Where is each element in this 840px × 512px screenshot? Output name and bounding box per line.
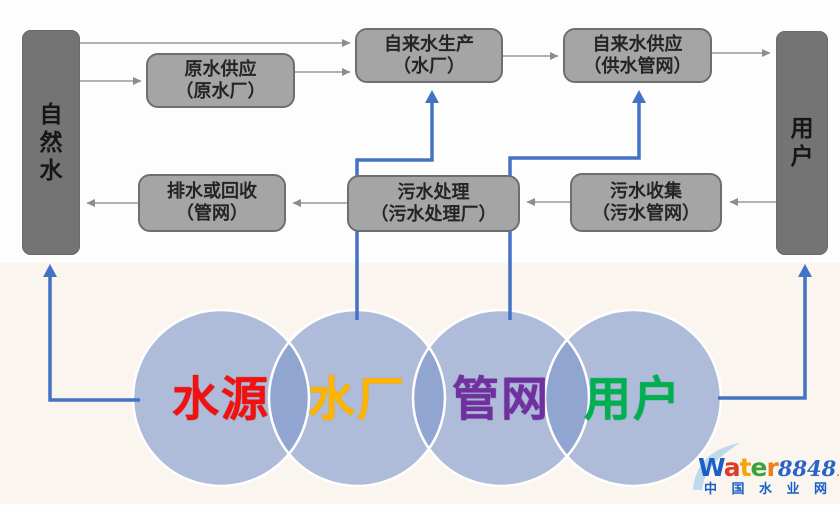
box-line2: （管网）: [176, 203, 248, 224]
box-line1: 污水处理: [397, 181, 470, 203]
arrow-network-circle-to-supply: [508, 90, 646, 320]
logo-letter: t: [739, 453, 752, 482]
logo-swoosh: [693, 443, 740, 490]
venn-label-users: 用户: [584, 372, 682, 428]
box-raw-water-supply: 原水供应 （原水厂）: [146, 53, 295, 108]
box-line1: 自来水供应: [592, 33, 683, 55]
logo-number: 8848: [777, 456, 837, 481]
blue-arrows: [43, 90, 812, 402]
logo-letter: r: [766, 453, 778, 482]
natural-water-label: 自然水: [39, 101, 63, 184]
venn-label-water-source: 水源: [172, 372, 270, 428]
logo-tagline: 中 国 水 业 网: [703, 482, 833, 497]
logo-tld: .com: [836, 469, 840, 479]
venn-label-pipe-network: 管网: [452, 372, 550, 428]
box-tap-water-supply: 自来水供应 （供水管网）: [563, 28, 712, 83]
box-drainage-or-recycle: 排水或回收 （管网）: [138, 174, 286, 232]
box-line1: 自来水生产: [384, 33, 474, 55]
box-line2: （水厂）: [393, 55, 465, 77]
box-sewage-collection: 污水收集 （污水管网）: [570, 173, 722, 232]
arrow-source-circle-to-natural: [43, 264, 140, 402]
box-users: 用户: [776, 31, 828, 255]
venn-circles: [131, 308, 723, 488]
venn-label-water-plant: 水厂: [308, 372, 406, 428]
logo-letter: W: [698, 453, 725, 482]
box-line2: （原水厂）: [175, 80, 266, 102]
box-sewage-treatment: 污水处理 （污水处理厂）: [347, 175, 520, 232]
box-tap-water-production: 自来水生产 （水厂）: [355, 28, 503, 83]
logo-letter: e: [750, 453, 768, 482]
venn-circle-outlines: [131, 308, 723, 488]
venn-circle-fills: [133, 310, 721, 486]
gray-arrows: [80, 39, 776, 207]
box-line1: 原水供应: [184, 58, 257, 80]
box-line2: （供水管网）: [583, 55, 692, 77]
arrow-plant-circle-to-production: [355, 90, 439, 320]
box-line1: 排水或回收: [167, 181, 257, 202]
users-label: 用户: [790, 116, 814, 170]
water8848-logo: Water8848.com 中 国 水 业 网: [698, 453, 840, 497]
logo-wordmark: Water8848.com: [698, 453, 840, 482]
arrow-user-circle-to-users: [718, 264, 812, 400]
box-line2: （污水处理厂）: [370, 203, 497, 225]
box-natural-water: 自然水: [22, 30, 80, 255]
box-line1: 污水收集: [610, 180, 682, 202]
box-line2: （污水管网）: [592, 202, 700, 224]
logo-letter: a: [723, 453, 741, 482]
